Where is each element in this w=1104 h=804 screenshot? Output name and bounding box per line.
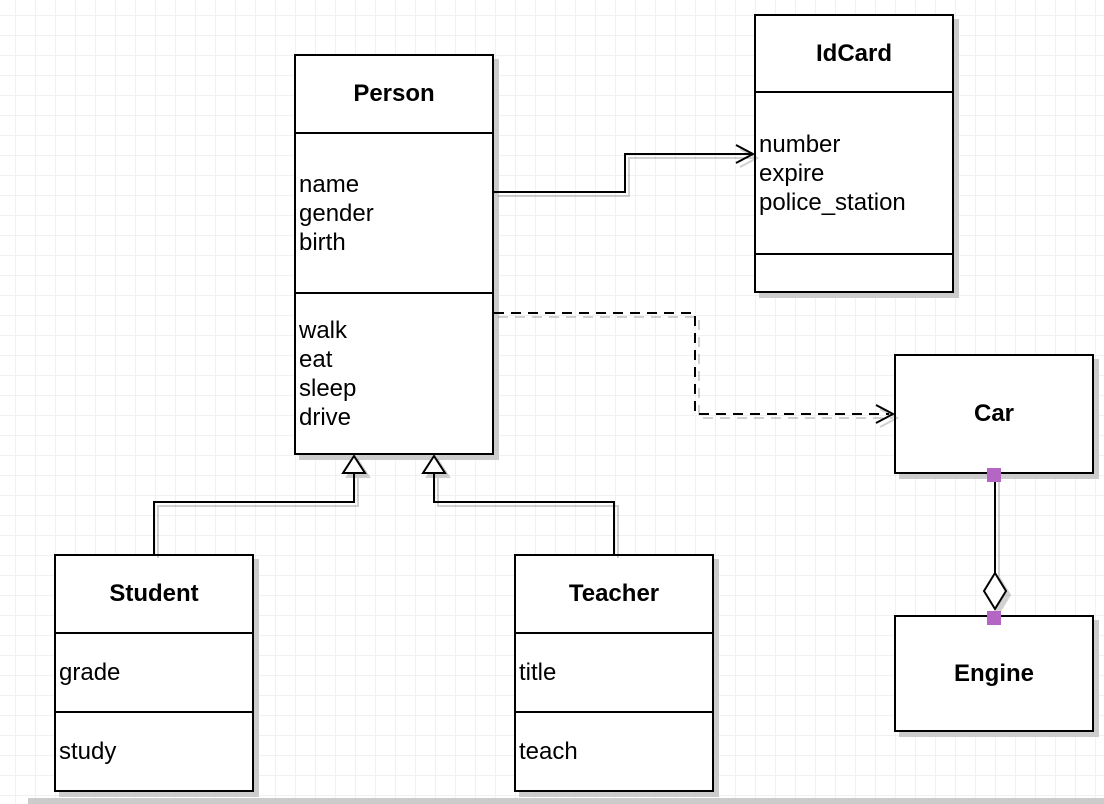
class-idcard-methods xyxy=(756,255,952,291)
open-arrowhead-icon xyxy=(875,404,896,424)
class-student[interactable]: Student grade study xyxy=(54,554,254,792)
hollow-triangle-icon xyxy=(341,454,367,474)
page-bottom-edge xyxy=(28,798,1104,804)
class-person-methods: walk eat sleep drive xyxy=(296,294,492,453)
connection-endpoint-handle[interactable] xyxy=(987,611,1001,625)
attribute-row: grade xyxy=(59,659,121,686)
method-row: teach xyxy=(519,738,578,765)
class-person-title: Person xyxy=(296,56,492,134)
class-teacher[interactable]: Teacher title teach xyxy=(514,554,714,792)
class-person-attributes: name gender birth xyxy=(296,134,492,294)
edge-teacher-person-generalization[interactable] xyxy=(421,454,615,554)
class-car[interactable]: Car xyxy=(894,354,1094,474)
class-idcard-attributes: number expire police_station xyxy=(756,93,952,255)
method-row: drive xyxy=(299,403,352,431)
hollow-diamond-icon xyxy=(982,571,1008,611)
attribute-row: name xyxy=(299,170,360,198)
class-teacher-methods: teach xyxy=(516,713,712,790)
attribute-row: title xyxy=(519,659,557,686)
generalization-line xyxy=(433,472,615,554)
method-row: sleep xyxy=(299,374,357,402)
attribute-row: police_station xyxy=(759,188,906,216)
class-teacher-attributes: title xyxy=(516,634,712,713)
class-teacher-title: Teacher xyxy=(516,556,712,634)
connection-endpoint-handle[interactable] xyxy=(987,468,1001,482)
method-row: study xyxy=(59,738,117,765)
method-row: walk xyxy=(299,316,348,344)
edge-person-car-dependency[interactable] xyxy=(494,312,896,424)
dependency-dashed-line xyxy=(494,312,889,415)
class-person[interactable]: Person name gender birth walk eat sleep … xyxy=(294,54,494,455)
edge-student-person-generalization[interactable] xyxy=(153,454,367,554)
class-engine[interactable]: Engine xyxy=(894,615,1094,732)
generalization-line xyxy=(153,472,355,554)
class-idcard[interactable]: IdCard number expire police_station xyxy=(754,14,954,293)
class-car-title: Car xyxy=(973,400,1015,427)
class-student-title: Student xyxy=(56,556,252,634)
hollow-triangle-icon xyxy=(421,454,447,474)
edge-person-idcard-association[interactable] xyxy=(494,144,756,193)
class-student-attributes: grade xyxy=(56,634,252,713)
edge-car-engine-aggregation[interactable] xyxy=(982,474,1008,611)
attribute-row: birth xyxy=(299,228,346,256)
open-arrowhead-icon xyxy=(735,144,756,164)
attribute-row: expire xyxy=(759,159,825,187)
attribute-row: gender xyxy=(299,199,374,227)
attribute-row: number xyxy=(759,130,841,158)
method-row: eat xyxy=(299,345,333,373)
class-engine-title: Engine xyxy=(953,659,1034,687)
class-idcard-title: IdCard xyxy=(756,16,952,93)
association-line xyxy=(494,153,751,193)
class-student-methods: study xyxy=(56,713,252,790)
